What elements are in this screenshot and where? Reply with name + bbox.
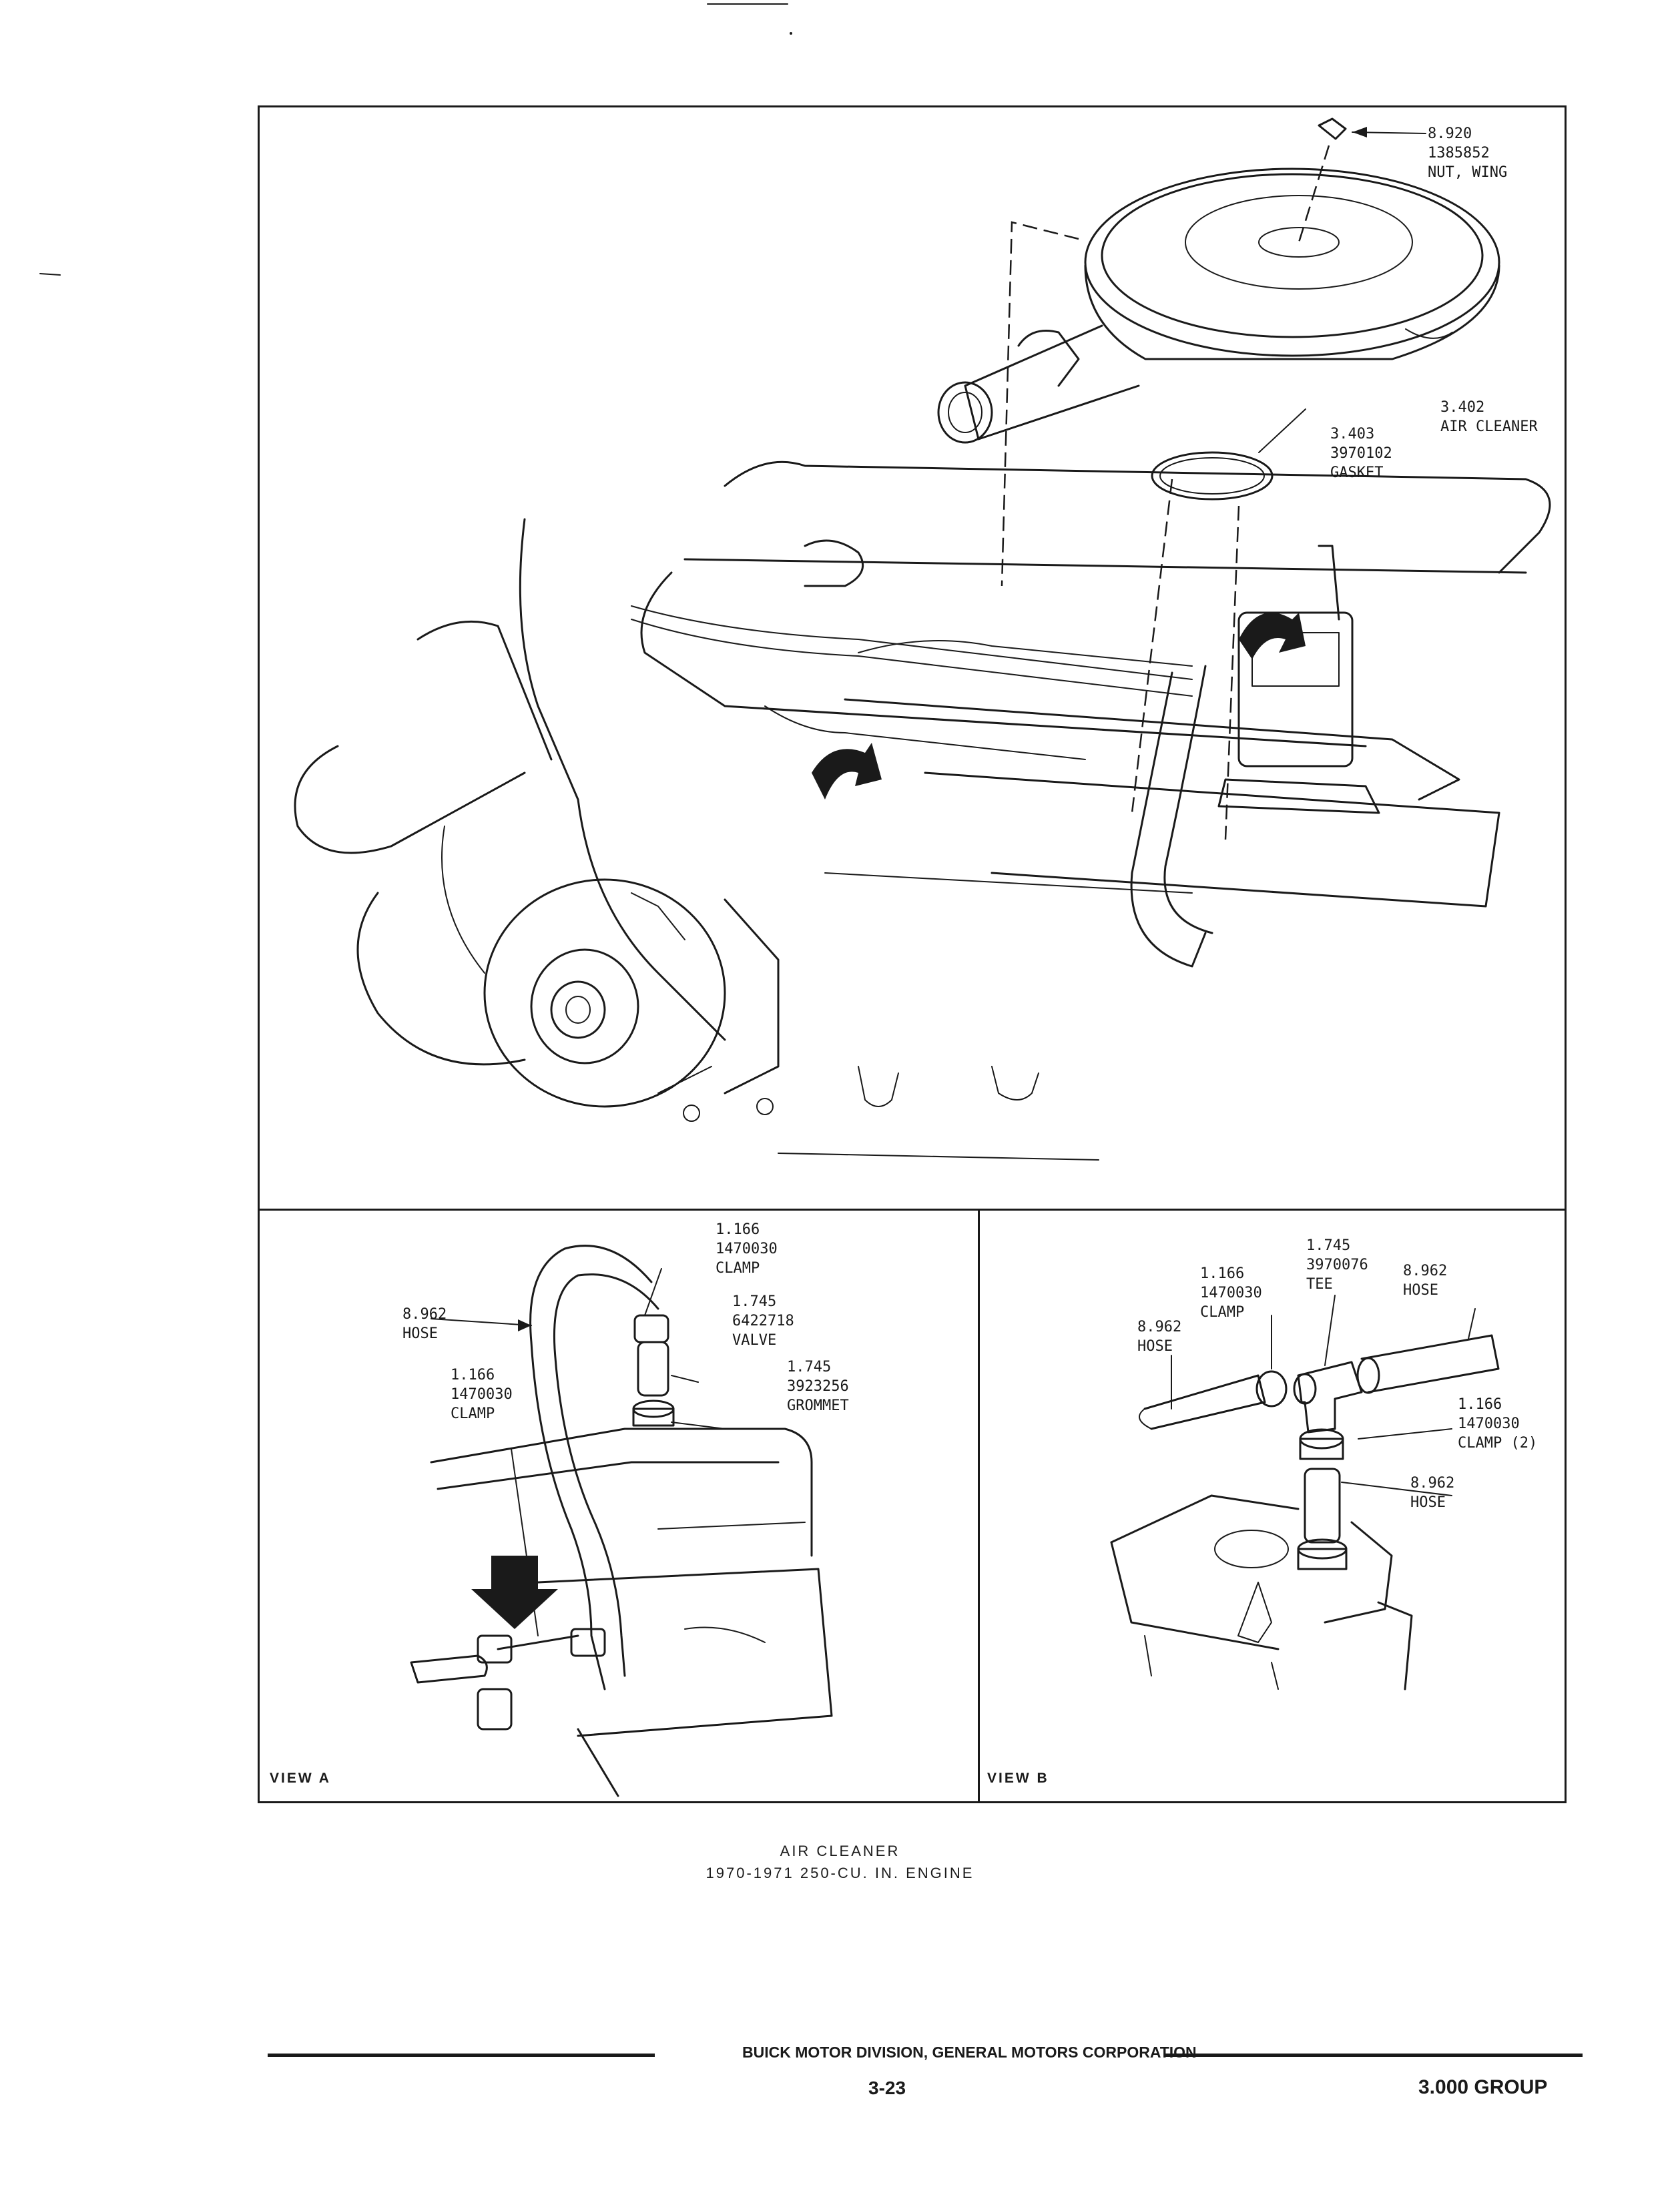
view-a-label: VIEW A — [270, 1771, 331, 1786]
footer-page-number: 3-23 — [868, 2078, 906, 2098]
gasket-ref: 3.403 — [1330, 426, 1375, 442]
view-a-clamp-left-ref: 1.166 — [451, 1367, 495, 1383]
view-a-grommet-part-number: 3923256 — [787, 1378, 849, 1395]
footer-rule-left — [268, 2054, 655, 2057]
view-b-hose-bottom-name: HOSE — [1410, 1494, 1446, 1511]
view-a-hose-callout: 8.962 HOSE — [402, 1305, 447, 1343]
view-b-tee-callout: 1.745 3970076 TEE — [1306, 1236, 1368, 1294]
view-marker-a-drawing — [1239, 613, 1306, 659]
view-a-clamp-left-part-number: 1470030 — [451, 1386, 513, 1403]
view-b-hose-bottom-ref: 8.962 — [1410, 1475, 1455, 1492]
view-a-grommet-name: GROMMET — [787, 1397, 849, 1414]
view-b-clamp-top-name: CLAMP — [1200, 1304, 1245, 1321]
view-b-clamp-2-ref: 1.166 — [1458, 1396, 1502, 1413]
view-a-clamp-left-callout: 1.166 1470030 CLAMP — [451, 1365, 513, 1424]
view-marker-b: B — [868, 779, 882, 802]
view-a-clamp-top-name: CLAMP — [716, 1260, 760, 1277]
air-cleaner-callout: 3.402 AIR CLEANER — [1440, 398, 1538, 436]
view-b-clamp-top-callout: 1.166 1470030 CLAMP — [1200, 1264, 1262, 1322]
view-b-clamp-top-ref: 1.166 — [1200, 1265, 1245, 1282]
view-b-tee-ref: 1.745 — [1306, 1237, 1351, 1254]
footer-publisher: BUICK MOTOR DIVISION, GENERAL MOTORS COR… — [742, 2044, 1197, 2061]
view-b-frame — [978, 1209, 1567, 1803]
view-a-clamp-top-part-number: 1470030 — [716, 1241, 778, 1257]
figure-caption-line1: AIR CLEANER — [780, 1843, 900, 1859]
view-b-clamp-2-callout: 1.166 1470030 CLAMP (2) — [1458, 1395, 1537, 1453]
footer-group: 3.000 GROUP — [1418, 2076, 1548, 2098]
view-a-hose-ref: 8.962 — [402, 1306, 447, 1323]
air-cleaner-name: AIR CLEANER — [1440, 418, 1538, 435]
view-b-clamp-top-part-number: 1470030 — [1200, 1285, 1262, 1301]
wing-nut-part-number: 1385852 — [1428, 145, 1490, 162]
view-b-tee-part-number: 3970076 — [1306, 1257, 1368, 1273]
view-a-clamp-top-callout: 1.166 1470030 CLAMP — [716, 1220, 778, 1278]
figure-caption-line2: 1970-1971 250-CU. IN. ENGINE — [706, 1865, 974, 1881]
view-a-valve-name: VALVE — [732, 1332, 777, 1349]
wing-nut-name: NUT, WING — [1428, 164, 1508, 181]
view-b-hose-right-callout: 8.962 HOSE — [1403, 1261, 1447, 1300]
view-b-clamp-2-name: CLAMP (2) — [1458, 1435, 1538, 1452]
view-b-tee-name: TEE — [1306, 1276, 1333, 1293]
view-a-illustration — [410, 1245, 833, 1797]
view-a-clamp-left-name: CLAMP — [451, 1405, 495, 1422]
gasket-part-number: 3970102 — [1330, 445, 1392, 462]
scan-mark-top — [39, 3, 792, 276]
air-cleaner-ref: 3.402 — [1440, 399, 1485, 416]
view-marker-b-drawing — [812, 743, 882, 800]
view-b-hose-left-ref: 8.962 — [1137, 1319, 1182, 1335]
view-b-hose-bottom-callout: 8.962 HOSE — [1410, 1474, 1454, 1512]
engine-block-drawing — [294, 460, 1551, 1161]
wing-nut-callout: 8.920 1385852 NUT, WING — [1428, 124, 1507, 182]
view-a-valve-callout: 1.745 6422718 VALVE — [732, 1292, 794, 1350]
footer-rule-right — [1164, 2054, 1583, 2057]
wing-nut-ref: 8.920 — [1428, 125, 1472, 142]
view-marker-a: A — [1308, 638, 1323, 660]
view-b-hose-right-ref: 8.962 — [1403, 1263, 1448, 1279]
view-a-clamp-top-ref: 1.166 — [716, 1221, 760, 1238]
gasket-name: GASKET — [1330, 464, 1384, 481]
view-b-hose-left-name: HOSE — [1137, 1338, 1173, 1355]
air-cleaner-drawing — [937, 117, 1500, 840]
view-a-hose-name: HOSE — [402, 1325, 438, 1342]
view-b-clamp-2-part-number: 1470030 — [1458, 1416, 1520, 1432]
view-a-grommet-callout: 1.745 3923256 GROMMET — [787, 1357, 849, 1416]
view-a-valve-ref: 1.745 — [732, 1293, 777, 1310]
view-b-hose-right-name: HOSE — [1403, 1282, 1438, 1299]
view-b-label: VIEW B — [987, 1771, 1049, 1786]
view-b-illustration — [1110, 1295, 1500, 1690]
view-a-valve-part-number: 6422718 — [732, 1313, 794, 1329]
view-a-grommet-ref: 1.745 — [787, 1359, 832, 1375]
gasket-callout: 3.403 3970102 GASKET — [1330, 424, 1392, 483]
view-a-marker-b: B — [486, 1495, 499, 1515]
engine-illustration — [294, 117, 1551, 1161]
view-b-hose-left-callout: 8.962 HOSE — [1137, 1317, 1181, 1356]
